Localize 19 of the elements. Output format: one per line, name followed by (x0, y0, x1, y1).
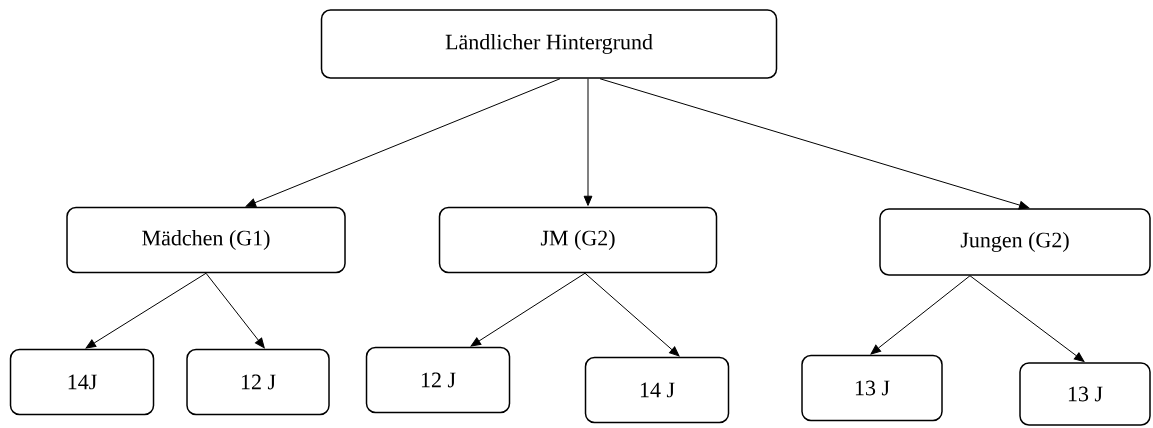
arrow (584, 272, 680, 357)
label-box: 13 J (801, 354, 943, 422)
label-box: Ländlicher Hintergrund (320, 9, 778, 79)
arrow (870, 275, 971, 355)
arrow (205, 272, 265, 349)
arrow (969, 275, 1085, 362)
label-box: 14 J (584, 356, 730, 424)
label-box: JM (G2) (438, 206, 718, 274)
arrow (599, 78, 1030, 210)
arrow (245, 78, 561, 207)
label-box: Jungen (G2) (879, 208, 1151, 276)
arrow (85, 272, 207, 349)
arrow (470, 272, 586, 347)
arrow (583, 78, 593, 206)
label-box: 13 J (1019, 362, 1151, 426)
label-box: Mädchen (G1) (66, 206, 346, 274)
label-box: 12 J (365, 346, 511, 414)
label-box: 14J (9, 348, 155, 416)
label-box: 12 J (186, 348, 330, 416)
